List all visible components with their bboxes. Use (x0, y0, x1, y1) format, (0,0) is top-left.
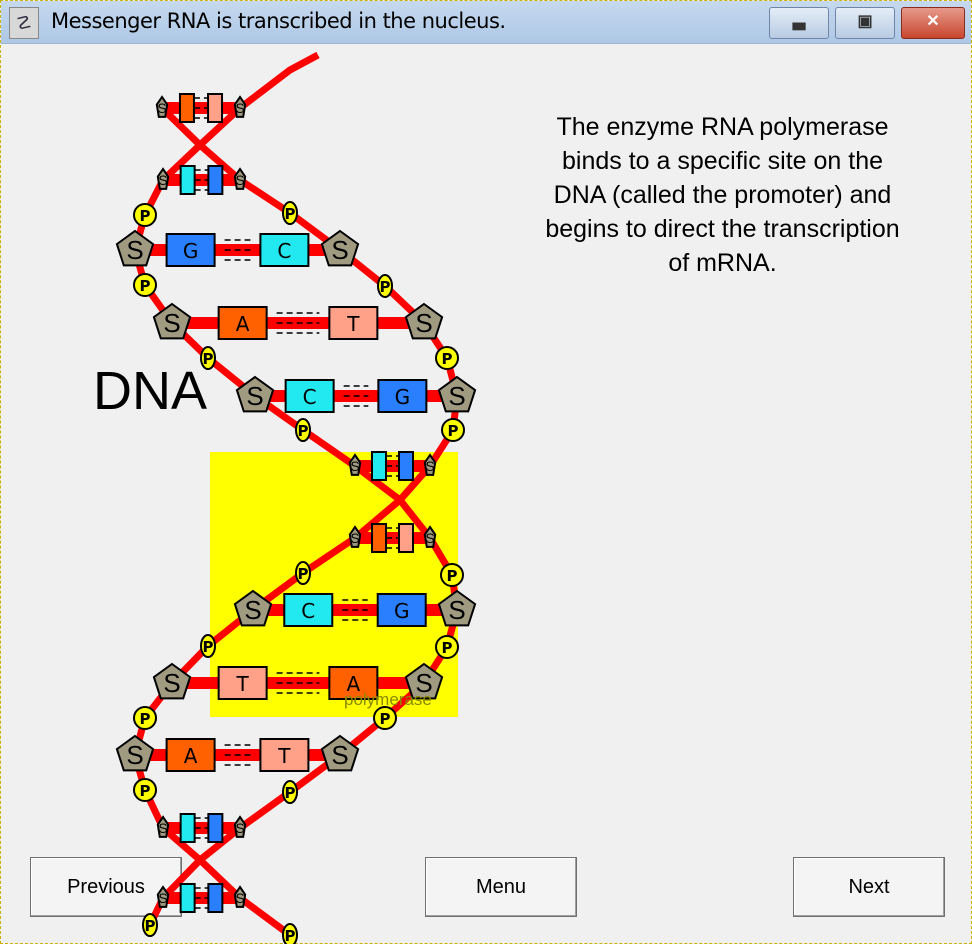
close-button[interactable]: ✕ (901, 7, 965, 39)
minimize-button[interactable]: ▃ (769, 7, 829, 39)
title-bar[interactable]: ☡ Messenger RNA is transcribed in the nu… (1, 1, 971, 44)
previous-button[interactable]: Previous (30, 857, 182, 917)
close-icon: ✕ (926, 13, 940, 30)
menu-button[interactable]: Menu (425, 857, 577, 917)
minimize-icon: ▃ (792, 13, 806, 30)
maximize-button[interactable]: ▣ (835, 7, 895, 39)
description-text: The enzyme RNA polymerase binds to a spe… (545, 113, 900, 277)
window-title: Messenger RNA is transcribed in the nucl… (51, 9, 506, 33)
polymerase-label: polymerase (344, 690, 432, 709)
dna-app-icon[interactable]: ☡ (9, 7, 39, 39)
next-button[interactable]: Next (793, 857, 945, 917)
maximize-icon: ▣ (857, 13, 873, 30)
dna-label: DNA (93, 361, 208, 421)
rna-polymerase-highlight (210, 452, 458, 717)
